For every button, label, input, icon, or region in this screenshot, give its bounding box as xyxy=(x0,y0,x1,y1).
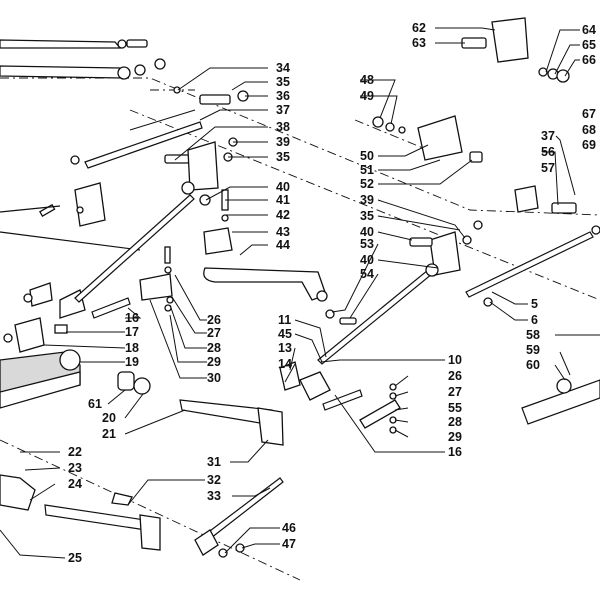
label-27-b: 27 xyxy=(448,385,462,399)
lever-58-60 xyxy=(521,378,600,425)
label-65: 65 xyxy=(582,38,596,52)
label-37: 37 xyxy=(276,103,290,117)
label-48: 48 xyxy=(360,73,374,87)
label-46: 46 xyxy=(282,521,296,535)
rod-30 xyxy=(74,194,195,319)
label-36: 36 xyxy=(276,89,290,103)
label-30: 30 xyxy=(207,371,221,385)
left-brackets xyxy=(0,182,141,353)
label-26: 26 xyxy=(207,313,221,327)
label-31: 31 xyxy=(207,455,221,469)
label-18: 18 xyxy=(125,341,139,355)
label-44: 44 xyxy=(276,238,290,252)
label-43: 43 xyxy=(276,225,290,239)
label-45: 45 xyxy=(278,327,292,341)
label-52: 52 xyxy=(360,177,374,191)
label-57: 57 xyxy=(541,161,555,175)
label-35: 35 xyxy=(276,75,290,89)
label-54: 54 xyxy=(360,267,374,281)
bracket-26-29-left xyxy=(139,246,174,312)
center-lines xyxy=(0,77,600,581)
label-19: 19 xyxy=(125,355,139,369)
label-14: 14 xyxy=(278,357,292,371)
label-32: 32 xyxy=(207,473,221,487)
label-26-b: 26 xyxy=(448,369,462,383)
label-16-b: 16 xyxy=(448,445,462,459)
label-53: 53 xyxy=(360,237,374,251)
label-22: 22 xyxy=(68,445,82,459)
label-33: 33 xyxy=(207,489,221,503)
label-55: 55 xyxy=(448,401,462,415)
leader-lines xyxy=(0,27,600,559)
label-40-c: 40 xyxy=(360,253,374,267)
label-29: 29 xyxy=(207,355,221,369)
label-47: 47 xyxy=(282,537,296,551)
label-10: 10 xyxy=(448,353,462,367)
label-56: 56 xyxy=(541,145,555,159)
label-11: 11 xyxy=(278,313,291,327)
label-59: 59 xyxy=(526,343,540,357)
left-shaft-assembly xyxy=(0,349,284,446)
label-40-b: 40 xyxy=(360,225,374,239)
label-37-b: 37 xyxy=(541,129,555,143)
label-68: 68 xyxy=(582,123,596,137)
label-6: 6 xyxy=(531,313,538,327)
label-58: 58 xyxy=(526,328,540,342)
label-60: 60 xyxy=(526,358,540,372)
bracket-62-66 xyxy=(461,17,570,83)
pedal-23-25 xyxy=(0,474,161,551)
right-clevis-cluster xyxy=(325,220,483,325)
label-66: 66 xyxy=(582,53,596,67)
label-39-b: 39 xyxy=(360,193,374,207)
label-39: 39 xyxy=(276,135,290,149)
label-27: 27 xyxy=(207,326,221,340)
bracket-48-52 xyxy=(372,115,483,163)
label-69: 69 xyxy=(582,138,596,152)
label-29-b: 29 xyxy=(448,430,462,444)
label-25: 25 xyxy=(68,551,82,565)
label-35-c: 35 xyxy=(360,209,374,223)
rod-5 xyxy=(465,231,594,307)
label-35-b: 35 xyxy=(276,150,290,164)
label-49: 49 xyxy=(360,89,374,103)
label-64: 64 xyxy=(582,23,596,37)
lever-33 xyxy=(194,477,284,558)
label-67: 67 xyxy=(582,107,596,121)
part-number-labels: 34 35 36 37 38 39 35 40 41 42 43 44 26 2… xyxy=(68,21,596,565)
label-61: 61 xyxy=(88,397,102,411)
label-41: 41 xyxy=(276,193,290,207)
upper-left-rods xyxy=(0,39,166,80)
label-62: 62 xyxy=(412,21,426,35)
label-16: 16 xyxy=(125,311,139,325)
rod-37-left xyxy=(70,109,203,169)
label-63: 63 xyxy=(412,36,426,50)
label-13: 13 xyxy=(278,341,292,355)
right-small-parts xyxy=(514,185,600,235)
label-24: 24 xyxy=(68,477,82,491)
label-40: 40 xyxy=(276,180,290,194)
center-rod-group xyxy=(279,269,433,434)
label-42: 42 xyxy=(276,208,290,222)
label-5: 5 xyxy=(531,297,538,311)
label-21: 21 xyxy=(102,427,116,441)
label-34: 34 xyxy=(276,61,290,75)
label-28-b: 28 xyxy=(448,415,462,429)
label-51: 51 xyxy=(360,163,374,177)
label-20: 20 xyxy=(102,411,116,425)
label-17: 17 xyxy=(125,325,139,339)
label-50: 50 xyxy=(360,149,374,163)
label-28: 28 xyxy=(207,341,221,355)
label-23: 23 xyxy=(68,461,82,475)
label-38: 38 xyxy=(276,120,290,134)
